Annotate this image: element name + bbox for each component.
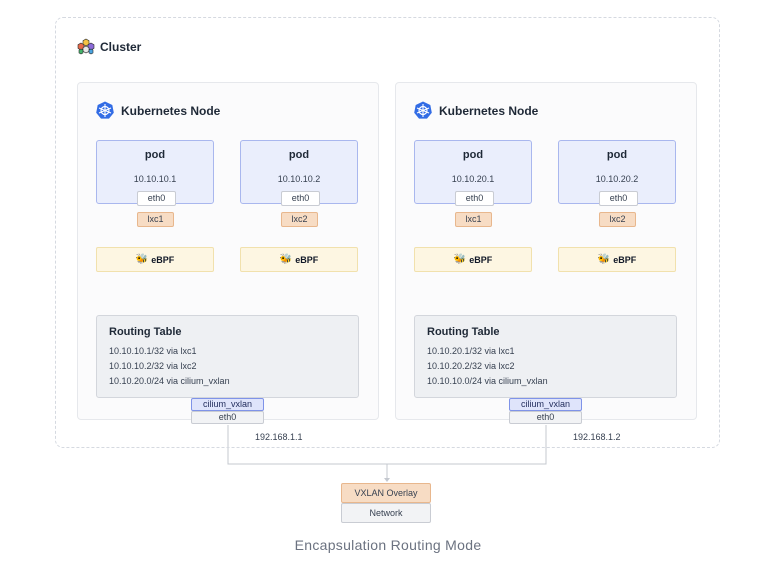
kubernetes-wheel-icon xyxy=(414,101,432,119)
bee-icon: 🐝 xyxy=(453,254,467,265)
lxc-interface: lxc2 xyxy=(599,212,636,227)
ebpf-label: eBPF xyxy=(613,254,637,265)
pod-box: pod 10.10.20.2 eth0 xyxy=(558,140,676,206)
kubernetes-wheel-icon xyxy=(96,101,114,119)
bee-icon: 🐝 xyxy=(135,254,149,265)
cluster-logo-icon xyxy=(77,37,95,55)
pod-box: pod 10.10.10.2 eth0 xyxy=(240,140,358,206)
route-entry: 10.10.20.2/32 via lxc2 xyxy=(427,361,515,371)
node-eth-interface: eth0 xyxy=(191,411,264,424)
node-eth-interface: eth0 xyxy=(509,411,582,424)
pod-title: pod xyxy=(606,149,628,161)
ebpf-box: 🐝eBPF xyxy=(96,247,214,272)
route-entry: 10.10.20.1/32 via lxc1 xyxy=(427,346,515,356)
ebpf-label: eBPF xyxy=(469,254,493,265)
ebpf-box: 🐝eBPF xyxy=(240,247,358,272)
pod-ip: 10.10.10.1 xyxy=(133,174,177,184)
pod-eth-interface: eth0 xyxy=(599,191,638,206)
pod-title: pod xyxy=(288,149,310,161)
cilium-vxlan-interface: cilium_vxlan xyxy=(191,398,264,411)
pod-box: pod 10.10.10.1 eth0 xyxy=(96,140,214,206)
pod-eth-interface: eth0 xyxy=(281,191,320,206)
pod-title: pod xyxy=(144,149,166,161)
pod-title: pod xyxy=(462,149,484,161)
ebpf-label: eBPF xyxy=(151,254,175,265)
route-entry: 10.10.10.0/24 via cilium_vxlan xyxy=(427,376,548,386)
bee-icon: 🐝 xyxy=(597,254,611,265)
route-entry: 10.10.20.0/24 via cilium_vxlan xyxy=(109,376,230,386)
diagram-caption: Encapsulation Routing Mode xyxy=(294,537,482,553)
network-box: Network xyxy=(341,503,431,523)
routing-table-title: Routing Table xyxy=(427,326,500,338)
cluster-title: Cluster xyxy=(100,40,142,54)
lxc-interface: lxc1 xyxy=(455,212,492,227)
node-title: Kubernetes Node xyxy=(439,104,539,118)
ebpf-box: 🐝eBPF xyxy=(558,247,676,272)
route-entry: 10.10.10.2/32 via lxc2 xyxy=(109,361,197,371)
vxlan-overlay: VXLAN Overlay xyxy=(341,483,431,503)
routing-table-title: Routing Table xyxy=(109,326,182,338)
routing-table: Routing Table 10.10.20.1/32 via lxc1 10.… xyxy=(414,315,677,398)
ebpf-label: eBPF xyxy=(295,254,319,265)
cluster-boundary xyxy=(55,17,720,448)
routing-table: Routing Table 10.10.10.1/32 via lxc1 10.… xyxy=(96,315,359,398)
pod-box: pod 10.10.20.1 eth0 xyxy=(414,140,532,206)
pod-eth-interface: eth0 xyxy=(137,191,176,206)
pod-ip: 10.10.10.2 xyxy=(277,174,321,184)
pod-ip: 10.10.20.1 xyxy=(451,174,495,184)
route-entry: 10.10.10.1/32 via lxc1 xyxy=(109,346,197,356)
bee-icon: 🐝 xyxy=(279,254,293,265)
lxc-interface: lxc1 xyxy=(137,212,174,227)
node-title: Kubernetes Node xyxy=(121,104,221,118)
ebpf-box: 🐝eBPF xyxy=(414,247,532,272)
cilium-vxlan-interface: cilium_vxlan xyxy=(509,398,582,411)
pod-eth-interface: eth0 xyxy=(455,191,494,206)
node-ip: 192.168.1.2 xyxy=(573,432,621,442)
lxc-interface: lxc2 xyxy=(281,212,318,227)
pod-ip: 10.10.20.2 xyxy=(595,174,639,184)
node-ip: 192.168.1.1 xyxy=(255,432,303,442)
